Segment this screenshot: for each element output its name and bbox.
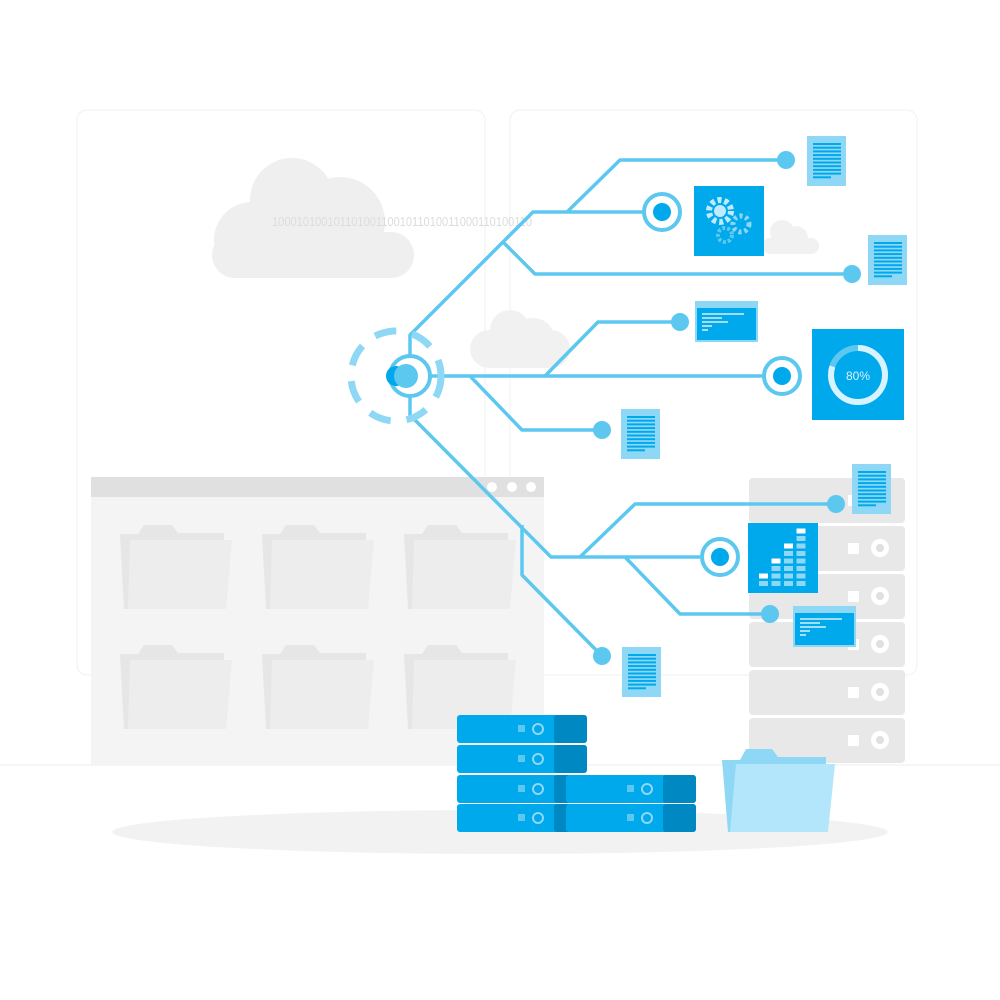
bar-chart-block: [771, 558, 781, 564]
network-nodes: [642, 192, 802, 577]
bar-chart-block: [784, 566, 793, 571]
folder-icon: [120, 525, 232, 609]
bar-chart-block: [759, 573, 768, 579]
bar-chart-block: [796, 543, 806, 549]
document-icon: [807, 136, 846, 186]
server-icon: [566, 804, 696, 832]
bar-chart-block: [796, 566, 806, 571]
bar-chart-block: [796, 536, 806, 541]
bar-chart-block: [796, 581, 806, 586]
server-icon: [749, 670, 905, 715]
bar-chart-icon: [748, 523, 818, 593]
terminal-icon: [793, 606, 856, 647]
window-dot: [507, 482, 517, 492]
window-dot: [526, 482, 536, 492]
gears-icon: [694, 186, 764, 256]
bar-chart-block: [784, 581, 793, 586]
progress-label: 80%: [846, 369, 870, 383]
bar-chart-block: [796, 573, 806, 579]
server-icon: [749, 718, 905, 763]
folder-icon: [262, 525, 374, 609]
document-icon: [868, 235, 907, 285]
server-icon: [457, 745, 587, 773]
bar-chart-block: [784, 558, 793, 564]
document-icon: [852, 464, 891, 514]
bar-chart-block: [771, 581, 781, 586]
bar-chart-block: [784, 543, 793, 549]
cloud-icon: [470, 310, 570, 368]
folder-icon: [262, 645, 374, 729]
bar-chart-block: [796, 528, 806, 534]
bar-chart-block: [796, 558, 806, 564]
bar-chart-block: [796, 551, 806, 556]
folder-icon: [404, 525, 516, 609]
window-titlebar: [91, 477, 544, 497]
bar-chart-block: [784, 573, 793, 579]
folder-icon: [120, 645, 232, 729]
progress-ring-icon: 80%: [812, 329, 904, 420]
bar-chart-block: [784, 551, 793, 556]
document-icon: [621, 409, 660, 459]
window-dot: [487, 482, 497, 492]
network-hub-icon: [347, 327, 445, 425]
bar-chart-block: [771, 566, 781, 571]
bar-chart-block: [771, 573, 781, 579]
cloud-icon: [212, 158, 414, 278]
server-icon: [566, 775, 696, 803]
folder-icon: [404, 645, 516, 729]
server-icon: [457, 715, 587, 743]
binary-text: 1000101001011010011001011010011000110100…: [272, 214, 532, 229]
network-endpoints: [593, 151, 861, 665]
terminal-icon: [695, 301, 758, 342]
document-icon: [622, 647, 661, 697]
bar-chart-block: [759, 581, 768, 586]
folder-icon: [722, 749, 835, 832]
cloud-icon: [762, 220, 819, 254]
